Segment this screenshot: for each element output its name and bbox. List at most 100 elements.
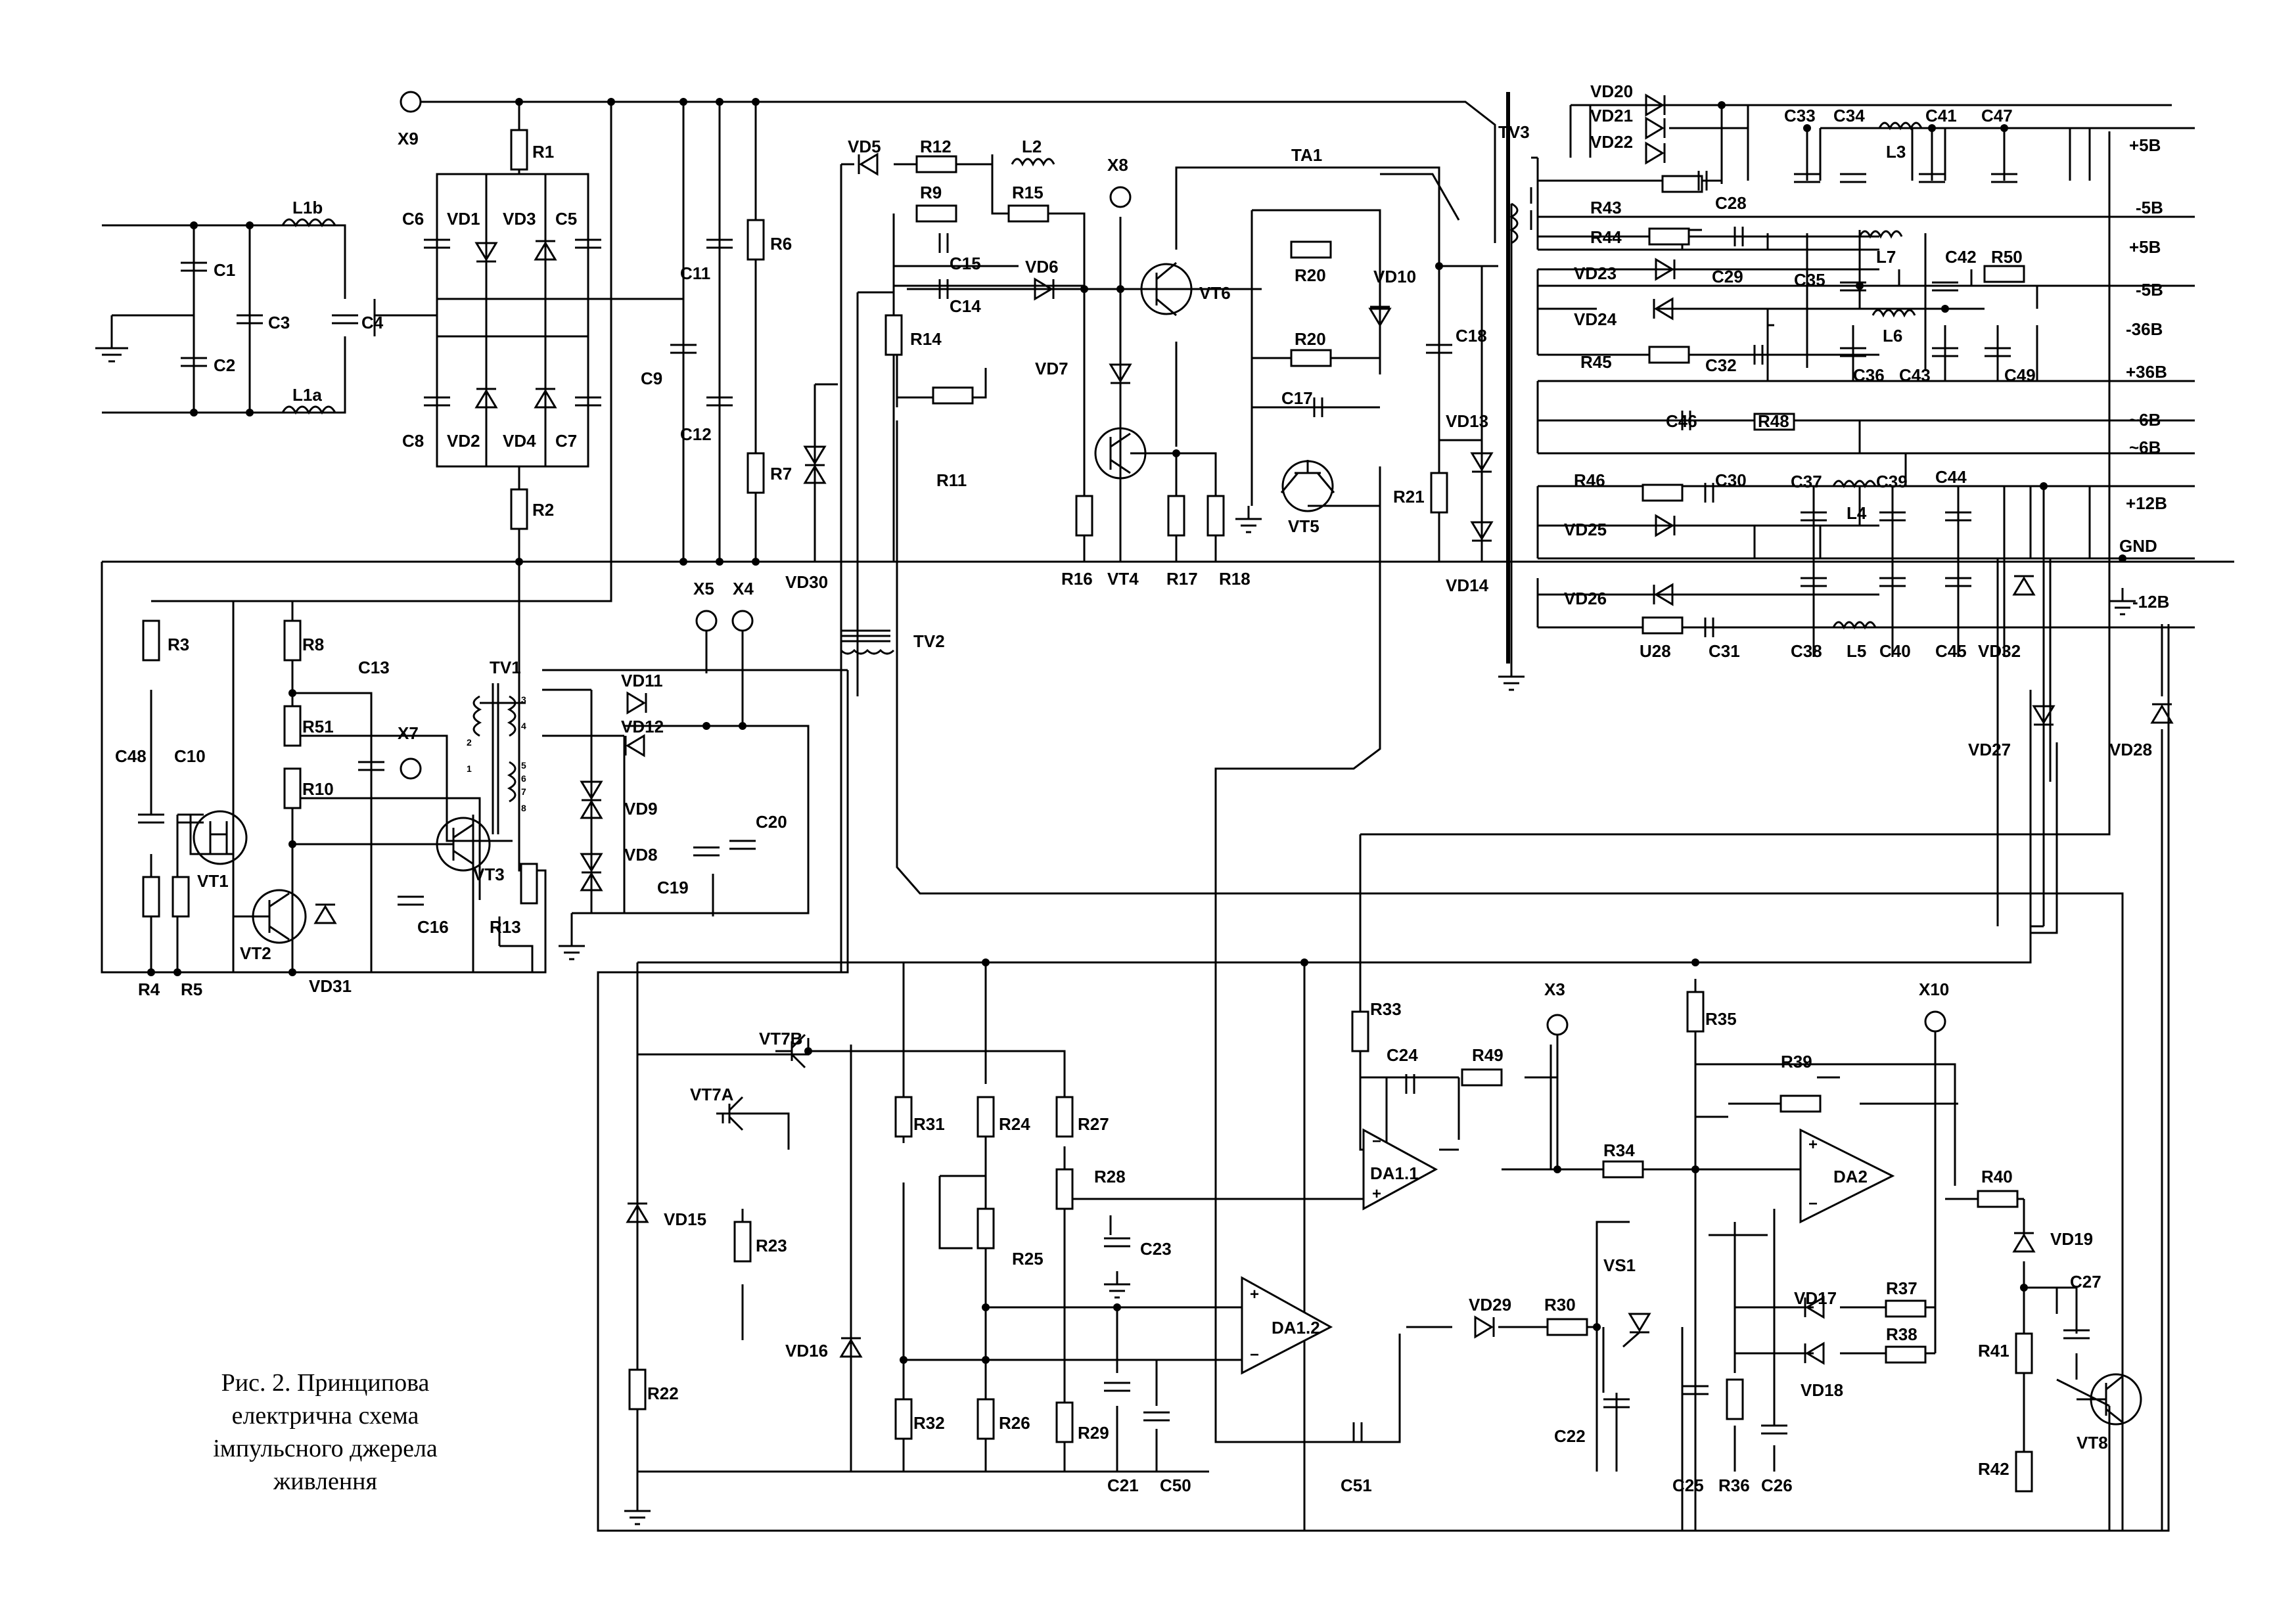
label-r38: R38 bbox=[1886, 1324, 1917, 1344]
diode-vd28 bbox=[2150, 703, 2174, 724]
label-c29: C29 bbox=[1712, 267, 1743, 286]
label-r20a: R20 bbox=[1295, 265, 1326, 285]
inductor-l2 bbox=[1011, 158, 1055, 167]
label-vd1: VD1 bbox=[447, 209, 480, 229]
output-label: -5В bbox=[2136, 198, 2163, 217]
label-tv2: TV2 bbox=[913, 631, 945, 651]
label-r9: R9 bbox=[920, 183, 942, 202]
resistor-r17 bbox=[1167, 495, 1185, 537]
capacitor-c35 bbox=[1840, 281, 1866, 292]
diode-vd22 bbox=[1645, 141, 1666, 165]
inductor-l7 bbox=[1858, 230, 1903, 239]
transistor-vt1 bbox=[193, 810, 248, 865]
label-r2: R2 bbox=[532, 500, 554, 520]
label-r21: R21 bbox=[1393, 487, 1425, 507]
label-da2: DA2 bbox=[1833, 1167, 1868, 1186]
capacitor-c44 bbox=[1945, 511, 1971, 522]
resistor-r32 bbox=[894, 1398, 913, 1440]
capacitor-c41 bbox=[1919, 173, 1945, 183]
resistor-r15 bbox=[1007, 204, 1049, 223]
resistor-r4 bbox=[142, 876, 160, 918]
output-label: +12В bbox=[2126, 493, 2167, 513]
resistor-r14 bbox=[884, 314, 903, 356]
label-vd21: VD21 bbox=[1590, 106, 1633, 125]
output-label: ~6В bbox=[2129, 410, 2161, 430]
label-l4: L4 bbox=[1847, 503, 1867, 523]
label-vd31: VD31 bbox=[309, 976, 352, 996]
transistor-vt8 bbox=[2077, 1373, 2142, 1426]
label-vd19: VD19 bbox=[2050, 1229, 2093, 1249]
diode-vd5 bbox=[858, 152, 879, 176]
capacitor-c46 bbox=[1681, 411, 1691, 430]
label-l5: L5 bbox=[1847, 641, 1866, 661]
label-c42: C42 bbox=[1945, 247, 1977, 267]
label-c12: C12 bbox=[680, 424, 712, 444]
terminal-x7 bbox=[400, 757, 422, 780]
label-c47: C47 bbox=[1981, 106, 2013, 125]
capacitor-c13 bbox=[358, 761, 384, 771]
terminal-x5 bbox=[695, 610, 718, 632]
pin-number: 5 bbox=[521, 760, 526, 771]
diode-vd14 bbox=[1470, 521, 1494, 542]
label-u28: U28 bbox=[1640, 641, 1671, 661]
capacitor-c31 bbox=[1704, 618, 1714, 637]
label-r37: R37 bbox=[1886, 1278, 1917, 1298]
label-vt5: VT5 bbox=[1288, 516, 1320, 536]
diode-vd3 bbox=[534, 240, 557, 261]
svg-text:+: + bbox=[1808, 1136, 1818, 1154]
transistor-vt6 bbox=[1130, 261, 1193, 317]
label-vd3: VD3 bbox=[503, 209, 536, 229]
label-r41: R41 bbox=[1978, 1341, 2009, 1361]
transformer-tv3 bbox=[1506, 92, 1519, 664]
svg-text:−: − bbox=[1250, 1346, 1259, 1364]
diode-vd32 bbox=[2012, 575, 2036, 596]
caption-line: імпульсного джерела bbox=[213, 1435, 438, 1462]
resistor-r49 bbox=[1461, 1068, 1503, 1087]
capacitor-c34 bbox=[1840, 173, 1866, 183]
label-r11: R11 bbox=[936, 470, 967, 490]
label-x5: X5 bbox=[693, 579, 714, 598]
label-r18: R18 bbox=[1219, 569, 1251, 589]
resistor-r20b bbox=[1290, 349, 1332, 367]
label-c22: C22 bbox=[1554, 1426, 1586, 1446]
label-c13: C13 bbox=[358, 658, 390, 677]
resistor-r45 bbox=[1648, 346, 1690, 364]
resistor-r23 bbox=[733, 1221, 752, 1263]
output-labels: +5В -5В +5В -5В -36В +36В ~6В ~6В +12В G… bbox=[2119, 135, 2169, 612]
label-r40: R40 bbox=[1981, 1167, 2013, 1186]
label-r27: R27 bbox=[1078, 1114, 1109, 1134]
label-l7: L7 bbox=[1876, 247, 1896, 267]
label-vd14: VD14 bbox=[1446, 575, 1489, 595]
label-vd22: VD22 bbox=[1590, 132, 1633, 152]
output-label: GND bbox=[2119, 536, 2157, 556]
resistor-r18 bbox=[1206, 495, 1225, 537]
label-vd9: VD9 bbox=[624, 799, 658, 819]
pin-number: 1 bbox=[467, 763, 472, 774]
diode-vd24 bbox=[1653, 297, 1674, 321]
label-c45: C45 bbox=[1935, 641, 1967, 661]
inductor-l6 bbox=[1871, 309, 1916, 318]
label-vd27: VD27 bbox=[1968, 740, 2011, 759]
transistor-vt7a bbox=[716, 1096, 744, 1131]
label-r1: R1 bbox=[532, 142, 554, 162]
resistor-r39 bbox=[1779, 1094, 1822, 1113]
label-vd2: VD2 bbox=[447, 431, 480, 451]
capacitor-c7 bbox=[575, 396, 601, 407]
resistor-r50 bbox=[1983, 265, 2025, 283]
diode-vd11 bbox=[626, 691, 647, 715]
label-vd24: VD24 bbox=[1574, 309, 1617, 329]
ground-symbol bbox=[2109, 588, 2136, 616]
label-c10: C10 bbox=[174, 746, 206, 766]
label-c48: C48 bbox=[115, 746, 147, 766]
diode-vd4 bbox=[534, 388, 557, 409]
label-c14: C14 bbox=[950, 296, 981, 316]
label-r10: R10 bbox=[302, 779, 334, 799]
resistor-r34 bbox=[1602, 1160, 1644, 1179]
capacitor-c42 bbox=[1932, 281, 1958, 292]
capacitor-c24 bbox=[1405, 1074, 1415, 1094]
label-vd25: VD25 bbox=[1564, 520, 1607, 539]
capacitor-c37 bbox=[1801, 511, 1827, 522]
opamp-da1-1 bbox=[1362, 1128, 1438, 1211]
transformer-tv2 bbox=[840, 629, 895, 655]
label-r30: R30 bbox=[1544, 1295, 1576, 1315]
